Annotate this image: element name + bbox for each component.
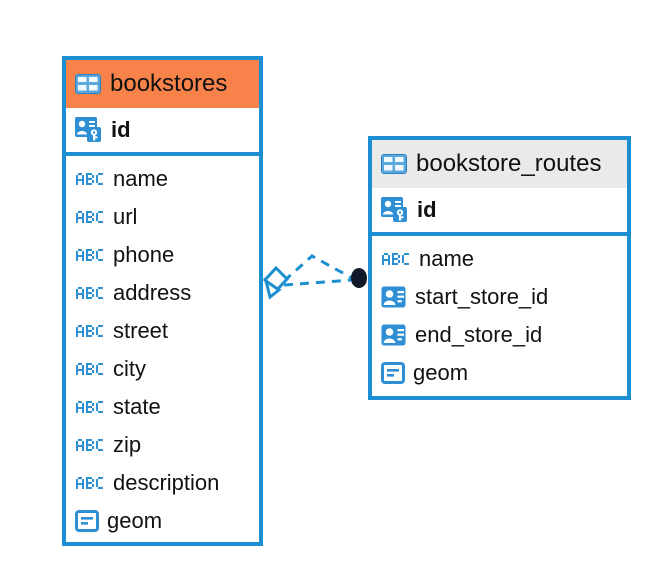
geometry-icon bbox=[381, 362, 405, 384]
entity-header-bookstores[interactable]: bookstores bbox=[66, 60, 259, 108]
abc-text-icon bbox=[76, 439, 103, 451]
field-label: name bbox=[113, 166, 169, 191]
filled-circle-marker bbox=[351, 268, 367, 288]
relationship-line-upper bbox=[283, 254, 353, 283]
field-label: street bbox=[113, 318, 169, 343]
field-label: id bbox=[111, 117, 131, 142]
primary-key-icon bbox=[381, 197, 407, 222]
field-row-geom[interactable]: geom bbox=[66, 502, 259, 540]
abc-text-icon bbox=[382, 253, 409, 265]
abc-text-icon bbox=[76, 325, 103, 337]
abc-text-icon bbox=[76, 287, 103, 299]
entity-header-bookstore-routes[interactable]: bookstore_routes bbox=[372, 140, 627, 188]
abc-text-icon bbox=[76, 249, 103, 261]
primary-key-section: id bbox=[372, 188, 627, 236]
table-icon bbox=[75, 74, 101, 94]
foreign-key-icon bbox=[381, 324, 406, 346]
field-row-url[interactable]: url bbox=[66, 198, 259, 236]
field-label: id bbox=[417, 197, 437, 222]
field-row-description[interactable]: description bbox=[66, 464, 259, 502]
table-icon bbox=[381, 154, 407, 174]
relationship-line-lower bbox=[283, 278, 353, 287]
field-row-name[interactable]: name bbox=[372, 240, 627, 278]
field-row-phone[interactable]: phone bbox=[66, 236, 259, 274]
field-label: start_store_id bbox=[415, 284, 549, 309]
entity-bookstore-routes[interactable]: bookstore_routes id bbox=[368, 136, 631, 400]
field-label: phone bbox=[113, 242, 175, 267]
abc-text-icon bbox=[76, 173, 103, 185]
primary-key-icon bbox=[75, 117, 101, 142]
entity-title: bookstore_routes bbox=[416, 150, 602, 177]
geometry-icon bbox=[75, 510, 99, 532]
field-label: end_store_id bbox=[415, 322, 543, 347]
field-label: description bbox=[113, 470, 220, 495]
entity-bookstores[interactable]: bookstores id bbox=[62, 56, 263, 546]
field-label: geom bbox=[413, 360, 469, 385]
field-label: address bbox=[113, 280, 192, 305]
field-row-geom[interactable]: geom bbox=[372, 354, 627, 392]
field-row-address[interactable]: address bbox=[66, 274, 259, 312]
field-row-end-store-id[interactable]: end_store_id bbox=[372, 316, 627, 354]
fields-section-bookstores: name url bbox=[66, 156, 259, 546]
fields-section-bookstore-routes: name start_store_id bbox=[372, 236, 627, 398]
field-row-city[interactable]: city bbox=[66, 350, 259, 388]
primary-key-section: id bbox=[66, 108, 259, 156]
field-label: state bbox=[113, 394, 161, 419]
foreign-key-icon bbox=[381, 286, 406, 308]
abc-text-icon bbox=[76, 363, 103, 375]
entity-title: bookstores bbox=[110, 70, 228, 97]
field-row-zip[interactable]: zip bbox=[66, 426, 259, 464]
field-label: city bbox=[113, 356, 146, 381]
diamond-marker bbox=[262, 265, 290, 300]
field-row-id[interactable]: id bbox=[372, 188, 627, 232]
abc-text-icon bbox=[76, 401, 103, 413]
field-row-street[interactable]: street bbox=[66, 312, 259, 350]
field-row-name[interactable]: name bbox=[66, 160, 259, 198]
abc-text-icon bbox=[76, 211, 103, 223]
abc-text-icon bbox=[76, 477, 103, 489]
field-label: zip bbox=[113, 432, 142, 457]
field-label: url bbox=[113, 204, 138, 229]
field-label: name bbox=[419, 246, 475, 271]
field-row-state[interactable]: state bbox=[66, 388, 259, 426]
field-row-id[interactable]: id bbox=[66, 108, 259, 152]
field-label: geom bbox=[107, 508, 163, 533]
field-row-start-store-id[interactable]: start_store_id bbox=[372, 278, 627, 316]
